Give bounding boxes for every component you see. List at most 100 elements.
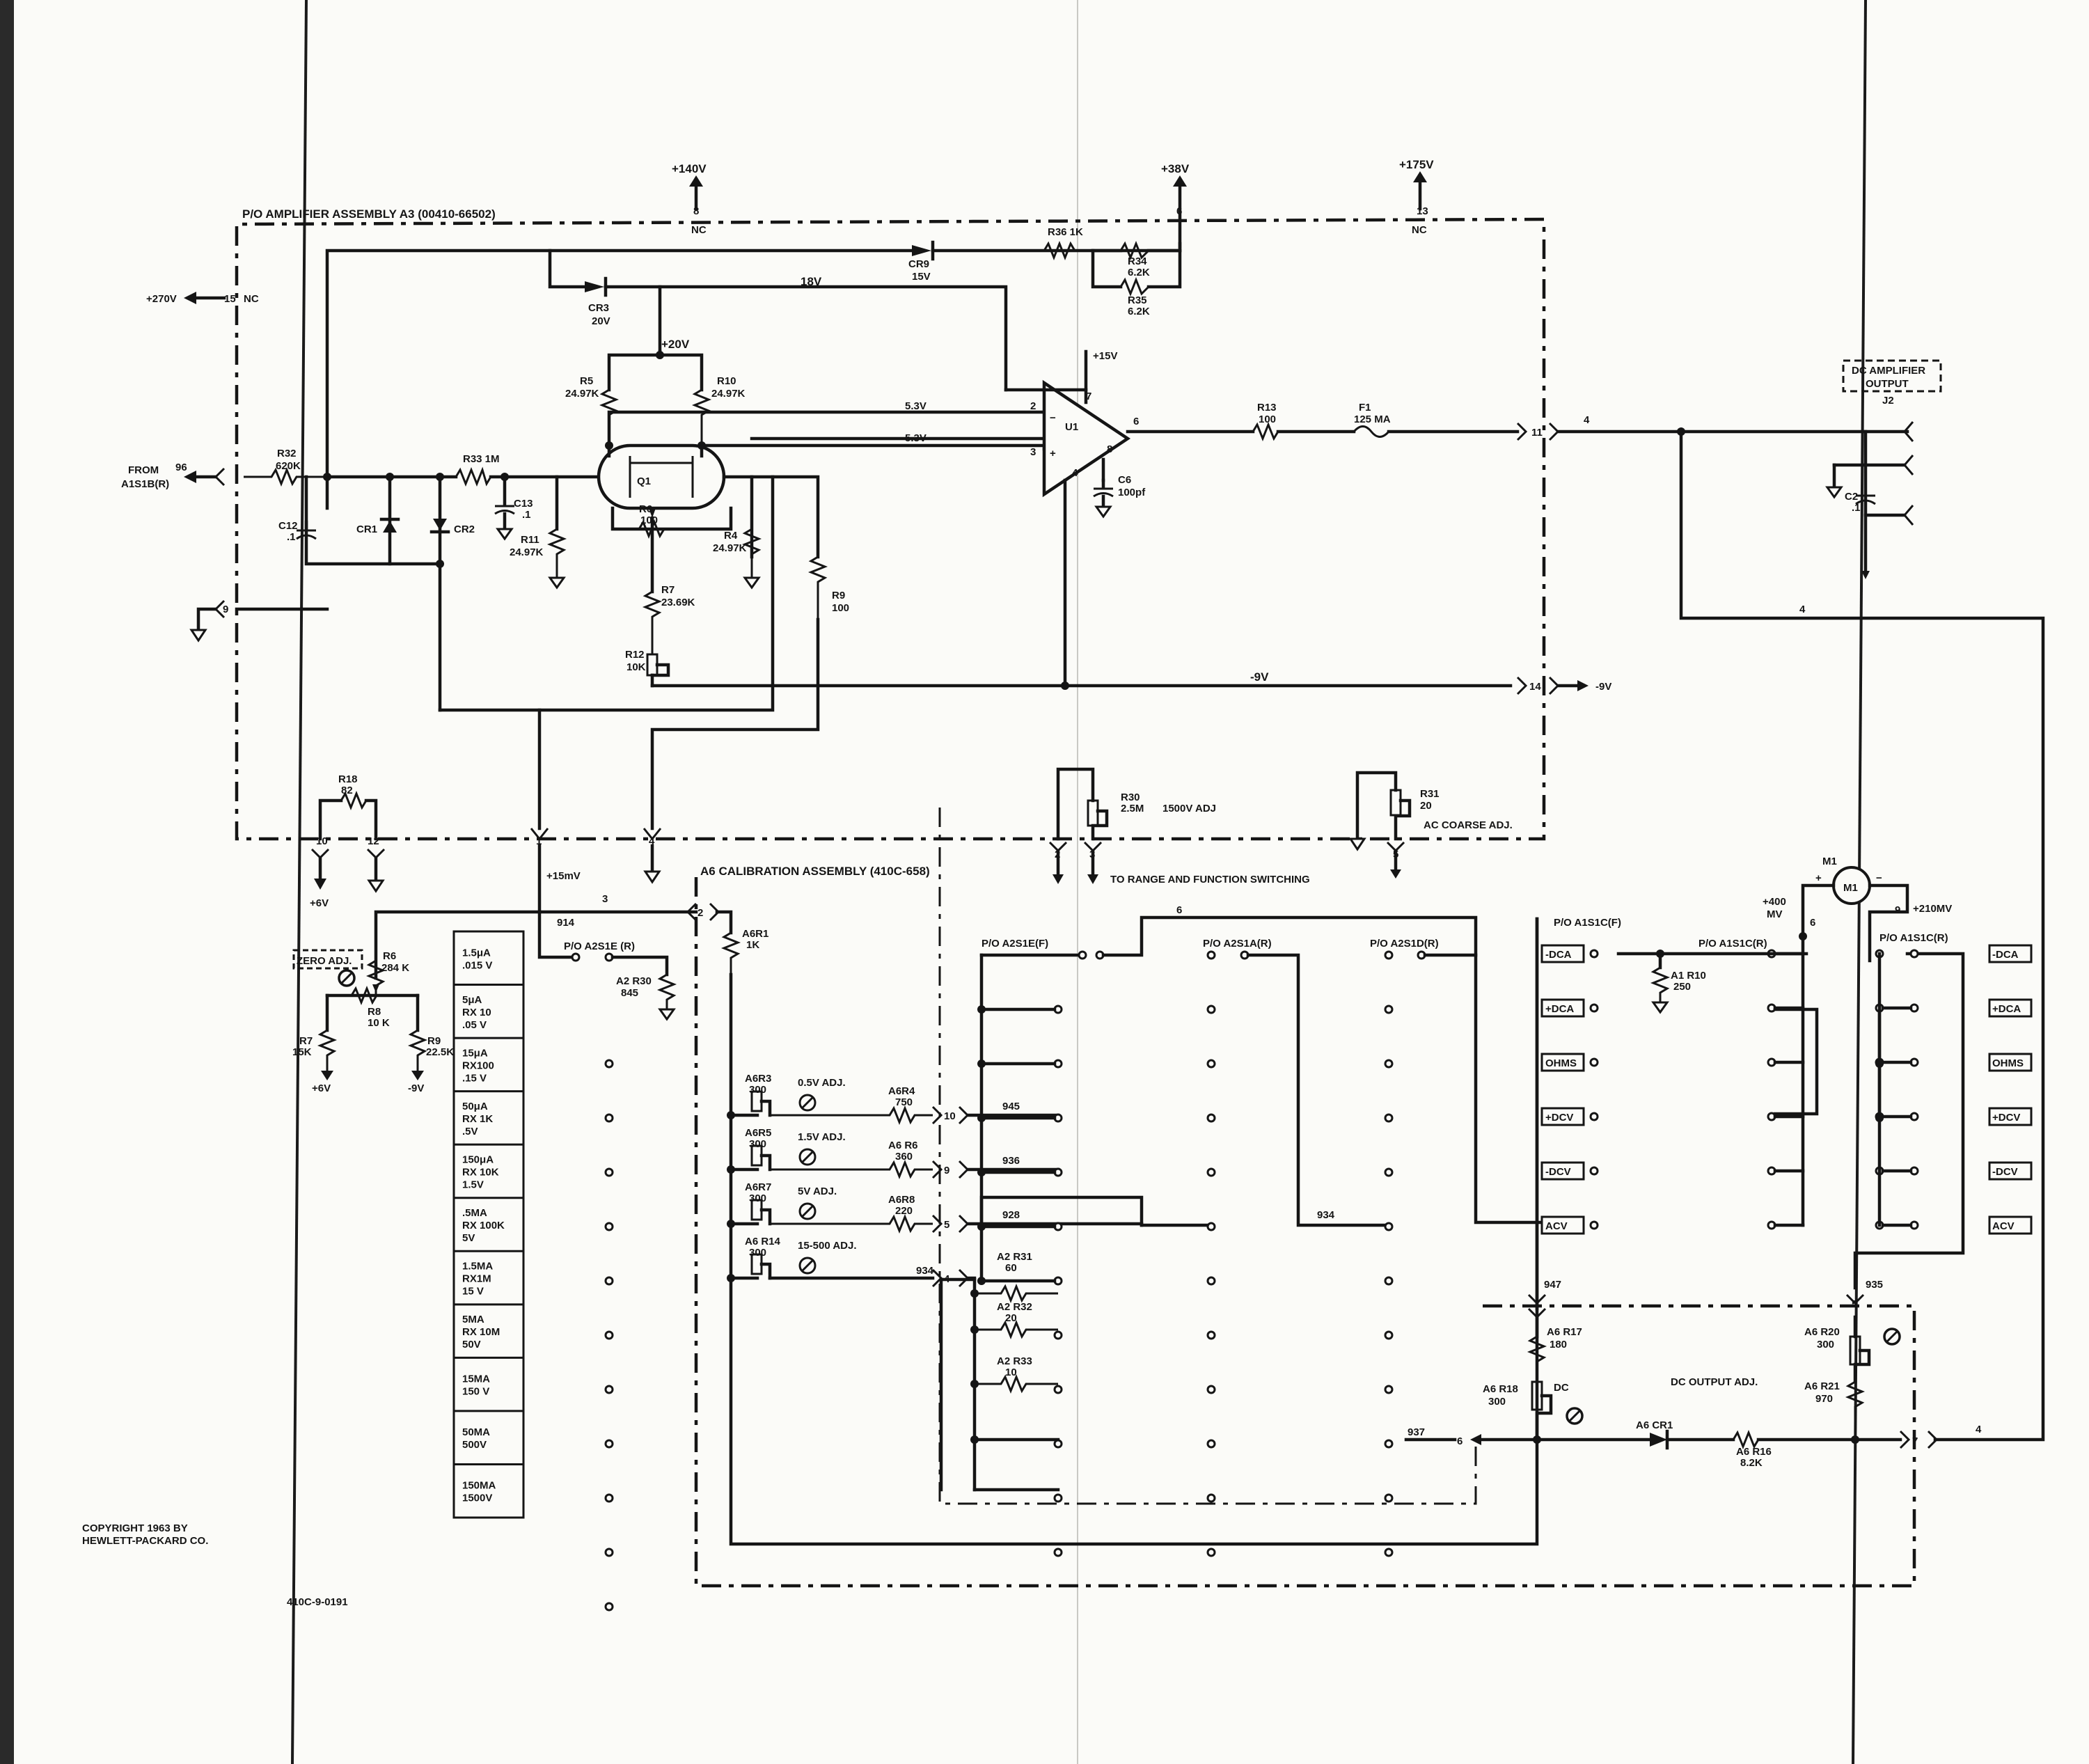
svg-text:U1: U1 bbox=[1065, 421, 1078, 433]
svg-text:A6 R16: A6 R16 bbox=[1736, 1446, 1772, 1458]
svg-text:R12: R12 bbox=[625, 649, 645, 661]
svg-text:A2 R33: A2 R33 bbox=[997, 1355, 1032, 1367]
a2s1d-r-switch[interactable]: P/O A2S1D(R) bbox=[1370, 938, 1478, 960]
adjust-icon[interactable] bbox=[798, 1202, 817, 1220]
function-label: -DCV bbox=[1545, 1166, 1571, 1178]
cr2-diode[interactable]: CR2 bbox=[429, 519, 475, 535]
dc-amp-output-box: DC AMPLIFIER OUTPUT bbox=[1842, 359, 1942, 393]
svg-text:284 K: 284 K bbox=[381, 962, 409, 974]
svg-text:8.2K: 8.2K bbox=[1740, 1457, 1763, 1469]
svg-text:2: 2 bbox=[697, 907, 703, 919]
svg-text:A2 R32: A2 R32 bbox=[997, 1301, 1032, 1313]
c2-capacitor[interactable]: C2 .1 bbox=[1845, 491, 1876, 514]
svg-text:60: 60 bbox=[1005, 1262, 1017, 1274]
svg-text:+: + bbox=[1815, 872, 1822, 884]
r7-resistor[interactable]: R7 23.69K bbox=[642, 584, 695, 654]
svg-text:DC OUTPUT ADJ.: DC OUTPUT ADJ. bbox=[1671, 1376, 1758, 1388]
a1r10-resistor[interactable]: A1 R10 250 P/O A1S1C(R) bbox=[1616, 938, 1808, 1014]
adjust-icon[interactable] bbox=[798, 1148, 817, 1166]
function-label: ACV bbox=[1545, 1220, 1568, 1232]
svg-text:DC: DC bbox=[1554, 1382, 1569, 1394]
u1-opamp[interactable]: U1 − + 2 3 7 8 6 4 +15V bbox=[1004, 349, 1255, 688]
svg-text:A2 R31: A2 R31 bbox=[997, 1251, 1032, 1263]
dc-output-adj[interactable]: 947 3 A6 R17 180 A6 R18 300 DC DC OUTPUT… bbox=[1404, 1279, 1982, 1469]
svg-text:15: 15 bbox=[224, 293, 236, 305]
j2-connector[interactable]: J2 bbox=[1825, 395, 1914, 579]
f1-fuse[interactable]: F1 125 MA 11 bbox=[1276, 402, 1543, 441]
range-table-cell: 5μA bbox=[462, 994, 482, 1006]
range-table-cell: RX 10M bbox=[462, 1326, 500, 1338]
svg-text:1K: 1K bbox=[746, 939, 759, 951]
svg-text:845: 845 bbox=[621, 987, 638, 999]
adjust-icon[interactable] bbox=[798, 1094, 817, 1112]
svg-text:R7: R7 bbox=[299, 1035, 313, 1047]
switch-contact bbox=[1053, 1439, 1063, 1449]
svg-text:A6 R17: A6 R17 bbox=[1547, 1326, 1582, 1338]
svg-text:AC COARSE ADJ.: AC COARSE ADJ. bbox=[1424, 819, 1513, 831]
pot-label: A6 R14 bbox=[745, 1236, 781, 1247]
svg-text:5: 5 bbox=[944, 1219, 949, 1231]
svg-text:NC: NC bbox=[691, 224, 707, 236]
svg-text:9: 9 bbox=[944, 1165, 949, 1176]
svg-text:22.5K: 22.5K bbox=[426, 1046, 454, 1058]
c12-capacitor[interactable]: C12 .1 bbox=[278, 520, 317, 543]
switch-contact bbox=[1053, 1548, 1063, 1557]
a1s1c-r2-switch[interactable]: P/O A1S1C(R) bbox=[1853, 932, 1965, 1290]
r33-resistor[interactable]: R33 1M bbox=[455, 453, 500, 487]
r13-resistor[interactable]: R13 100 bbox=[1252, 402, 1279, 442]
a2s1e-r-switch[interactable]: 914 P/O A2S1E (R) A2 R30 845 bbox=[537, 910, 677, 1021]
range-table-cell: .5MA bbox=[462, 1207, 487, 1219]
c13-capacitor[interactable]: C13 .1 bbox=[494, 475, 533, 541]
minus9v-output: 14 -9V bbox=[1516, 676, 1611, 695]
a2s1a-r-switch[interactable]: P/O A2S1A(R) 934 bbox=[1203, 938, 1387, 1227]
m1-meter[interactable]: M1 M1 + − +400 MV 6 +210MV 9 bbox=[1763, 856, 1952, 963]
r4-resistor[interactable]: R4 24.97K bbox=[713, 528, 762, 590]
r12-potentiometer[interactable]: R12 10K -9V bbox=[625, 649, 1513, 690]
cr3-zener[interactable]: CR3 20V bbox=[585, 276, 610, 327]
range-table-cell: RX100 bbox=[462, 1060, 494, 1071]
range-table-cell: 15μA bbox=[462, 1047, 488, 1059]
svg-text:R30: R30 bbox=[1121, 792, 1140, 803]
r32-resistor[interactable]: R32 620K bbox=[244, 448, 327, 487]
switch-contact bbox=[604, 1602, 614, 1612]
cal-resistor[interactable] bbox=[770, 1105, 933, 1126]
c6-capacitor[interactable]: C6 100pf bbox=[1093, 474, 1146, 519]
range-table-cell: 1500V bbox=[462, 1493, 492, 1504]
r36-resistor[interactable]: R36 1K bbox=[1043, 226, 1083, 261]
svg-text:R4: R4 bbox=[724, 530, 738, 542]
svg-text:970: 970 bbox=[1815, 1393, 1833, 1405]
cr1-diode[interactable]: CR1 bbox=[356, 517, 400, 535]
svg-text:ZERO ADJ.: ZERO ADJ. bbox=[297, 955, 352, 967]
range-table-cell: 500V bbox=[462, 1439, 487, 1451]
svg-text:A1S1B(R): A1S1B(R) bbox=[121, 478, 169, 490]
r11-resistor[interactable]: R11 24.97K bbox=[510, 475, 567, 590]
svg-text:14: 14 bbox=[1529, 681, 1541, 693]
a1s1c-f-switch[interactable]: P/O A1S1C(F) bbox=[1535, 917, 1621, 1311]
r35-resistor[interactable]: R35 6.2K bbox=[1119, 276, 1150, 317]
svg-text:-9V: -9V bbox=[1595, 681, 1611, 693]
adjust-icon[interactable] bbox=[798, 1257, 817, 1275]
a2-resistor-ladder[interactable]: 934 A2 R31 60 A2 R32 20 A2 R33 10 bbox=[916, 1251, 1060, 1492]
r9-resistor[interactable]: R9 100 bbox=[807, 556, 849, 620]
cal-resistor[interactable] bbox=[770, 1213, 933, 1234]
switch-contact bbox=[604, 1385, 614, 1394]
r34-resistor[interactable]: R34 6.2K bbox=[1119, 240, 1150, 278]
plus20v-node: +20V bbox=[607, 338, 704, 392]
cr9-zener[interactable]: CR9 15V bbox=[908, 240, 935, 283]
range-table-cell: .5V bbox=[462, 1126, 478, 1137]
cal-resistor[interactable] bbox=[770, 1159, 933, 1180]
calibration-assembly-boundary: A6 CALIBRATION ASSEMBLY (410C-658) bbox=[694, 865, 1916, 1588]
r18-resistor[interactable]: R18 82 bbox=[318, 773, 378, 841]
r6-potentiometer[interactable]: R6 100 bbox=[630, 503, 693, 594]
r30-potentiometer[interactable]: R30 2.5M 1500V ADJ 2 3 TO RANGE AND FUNC… bbox=[1048, 767, 1310, 885]
switch-contact bbox=[1384, 1548, 1394, 1557]
zero-adj-network[interactable]: ZERO ADJ. R6 284 K R8 10 K R7 15K +6V R9… bbox=[292, 910, 542, 1094]
switch-contact bbox=[1206, 1439, 1216, 1449]
r10-resistor[interactable]: R10 24.97K bbox=[691, 375, 746, 446]
svg-text:A2 R30: A2 R30 bbox=[616, 975, 652, 987]
function-label-box bbox=[1988, 1107, 2033, 1126]
svg-text:7: 7 bbox=[1086, 391, 1091, 402]
left-switch-contacts bbox=[604, 1059, 614, 1612]
r31-potentiometer[interactable]: R31 20 AC COARSE ADJ. 5 bbox=[1348, 771, 1513, 879]
